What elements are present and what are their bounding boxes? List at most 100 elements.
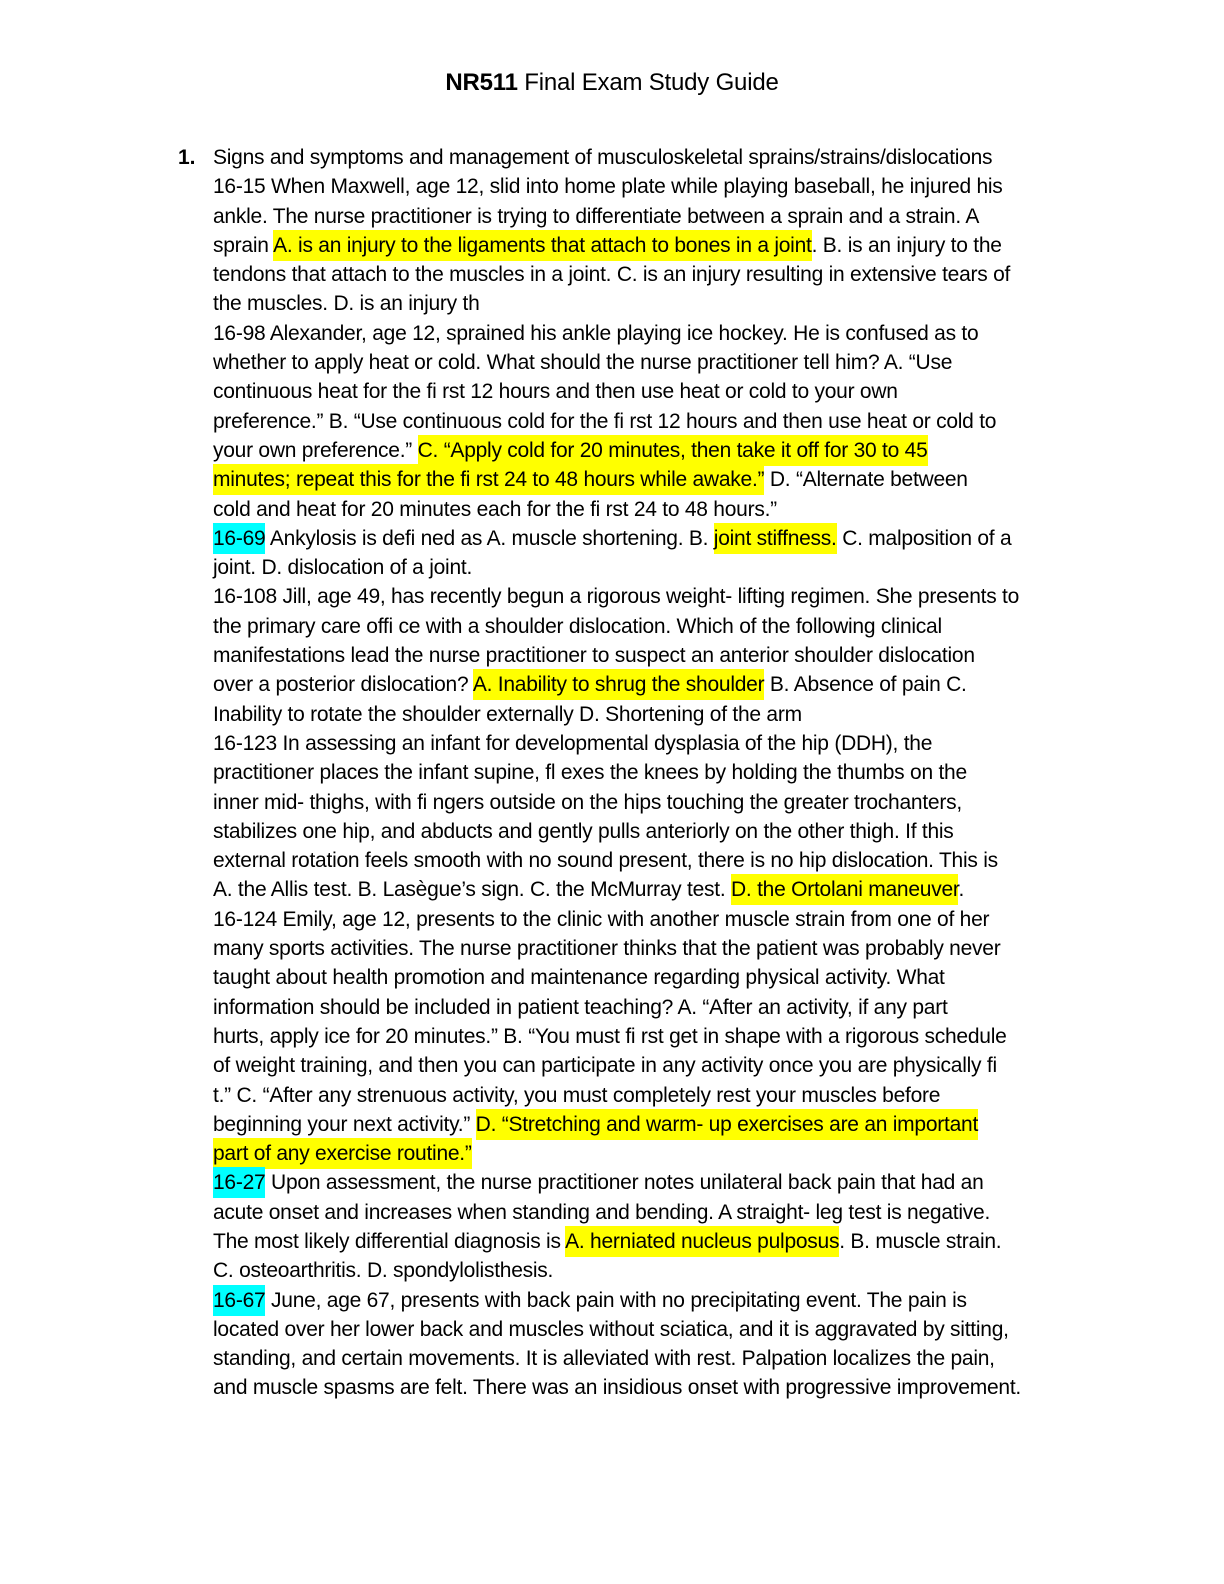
text-segment: taught about health promotion and mainte… — [213, 966, 945, 990]
text-line: Signs and symptoms and management of mus… — [213, 143, 1138, 172]
text-segment: t.” C. “After any strenuous activity, yo… — [213, 1083, 941, 1107]
text-segment: . — [958, 878, 965, 902]
text-segment: Signs and symptoms and management of mus… — [213, 146, 993, 169]
text-line: acute onset and increases when standing … — [213, 1198, 1138, 1227]
text-line: ankle. The nurse practitioner is trying … — [213, 202, 1138, 231]
text-line: C. osteoarthritis. D. spondylolisthesis. — [213, 1256, 1138, 1285]
yellow-highlight: minutes; repeat this for the fi rst 24 t… — [213, 464, 765, 496]
text-line: practitioner places the infant supine, f… — [213, 758, 1138, 787]
text-segment: D. “Alternate between — [764, 468, 968, 492]
yellow-highlight: D. “Stretching and warm- up exercises ar… — [475, 1108, 978, 1140]
text-segment: joint. D. dislocation of a joint. — [213, 556, 473, 580]
text-line: 16-124 Emily, age 12, presents to the cl… — [213, 905, 1138, 934]
text-segment: tendons that attach to the muscles in a … — [213, 263, 1011, 287]
page-title-text: Final Exam Study Guide — [517, 69, 779, 96]
text-segment: over a posterior dislocation? — [213, 673, 473, 697]
text-segment: many sports activities. The nurse practi… — [213, 937, 1001, 961]
text-segment: the muscles. D. is an injury th — [213, 292, 480, 316]
text-line: 16-123 In assessing an infant for develo… — [213, 729, 1138, 758]
text-segment: Upon assessment, the nurse practitioner … — [265, 1171, 984, 1195]
text-line: 16-98 Alexander, age 12, sprained his an… — [213, 319, 1138, 348]
text-line: information should be included in patien… — [213, 993, 1138, 1022]
text-segment: 16-15 When Maxwell, age 12, slid into ho… — [213, 175, 1003, 199]
yellow-highlight: A. herniated nucleus pulposus — [565, 1225, 839, 1257]
text-line: continuous heat for the fi rst 12 hours … — [213, 377, 1138, 406]
page-title: NR511 Final Exam Study Guide — [0, 69, 1224, 97]
text-line: beginning your next activity.” D. “Stret… — [213, 1108, 1138, 1140]
text-line: and muscle spasms are felt. There was an… — [213, 1373, 1138, 1402]
study-guide-body: 1. Signs and symptoms and management of … — [178, 143, 1138, 1403]
list-item-number: 1. — [178, 146, 196, 169]
text-line: 16-67 June, age 67, presents with back p… — [213, 1284, 1138, 1316]
text-line: your own preference.” C. “Apply cold for… — [213, 434, 1138, 466]
text-segment: and muscle spasms are felt. There was an… — [213, 1376, 1021, 1400]
yellow-highlight: D. the Ortolani maneuver — [731, 874, 959, 906]
text-line: the muscles. D. is an injury th — [213, 289, 1138, 318]
text-segment: whether to apply heat or cold. What shou… — [213, 351, 953, 375]
text-line: minutes; repeat this for the fi rst 24 t… — [213, 464, 1138, 496]
yellow-highlight: A. is an injury to the ligaments that at… — [273, 229, 812, 261]
text-line: joint. D. dislocation of a joint. — [213, 553, 1138, 582]
text-line: hurts, apply ice for 20 minutes.” B. “Yo… — [213, 1022, 1138, 1051]
text-segment: The most likely differential diagnosis i… — [213, 1229, 566, 1253]
text-line: 16-27 Upon assessment, the nurse practit… — [213, 1167, 1138, 1199]
text-segment: 16-108 Jill, age 49, has recently begun … — [213, 585, 1020, 609]
cyan-highlight: 16-69 — [213, 522, 266, 554]
text-segment: manifestations lead the nurse practition… — [213, 644, 975, 668]
text-segment: continuous heat for the fi rst 12 hours … — [213, 380, 898, 404]
text-segment: hurts, apply ice for 20 minutes.” B. “Yo… — [213, 1024, 1007, 1048]
text-segment: located over her lower back and muscles … — [213, 1317, 1009, 1341]
text-line: the primary care offi ce with a shoulder… — [213, 612, 1138, 641]
text-segment: practitioner places the infant supine, f… — [213, 761, 967, 785]
text-segment: cold and heat for 20 minutes each for th… — [213, 497, 777, 521]
text-segment: A. the Allis test. B. Lasègue’s sign. C.… — [213, 878, 732, 902]
text-segment: . B. muscle strain. — [839, 1229, 1002, 1253]
text-segment: information should be included in patien… — [213, 995, 948, 1019]
text-segment: C. malposition of a — [836, 526, 1012, 550]
text-line: cold and heat for 20 minutes each for th… — [213, 495, 1138, 524]
text-segment: Ankylosis is defi ned as A. muscle short… — [265, 526, 714, 550]
text-segment: B. Absence of pain C. — [764, 673, 967, 697]
text-line: 16-108 Jill, age 49, has recently begun … — [213, 582, 1138, 611]
text-segment: . B. is an injury to the — [811, 233, 1002, 257]
text-segment: acute onset and increases when standing … — [213, 1200, 991, 1224]
text-line: The most likely differential diagnosis i… — [213, 1225, 1138, 1257]
text-segment: external rotation feels smooth with no s… — [213, 849, 998, 873]
text-segment: inner mid- thighs, with fi ngers outside… — [213, 790, 962, 814]
text-line: whether to apply heat or cold. What shou… — [213, 348, 1138, 377]
text-line: inner mid- thighs, with fi ngers outside… — [213, 788, 1138, 817]
text-segment: your own preference.” — [213, 438, 418, 462]
text-segment: 16-123 In assessing an infant for develo… — [213, 731, 933, 755]
text-line: many sports activities. The nurse practi… — [213, 934, 1138, 963]
text-line: preference.” B. “Use continuous cold for… — [213, 407, 1138, 436]
text-segment: C. osteoarthritis. D. spondylolisthesis. — [213, 1259, 554, 1283]
yellow-highlight: A. Inability to shrug the shoulder — [472, 669, 765, 701]
text-line: manifestations lead the nurse practition… — [213, 641, 1138, 670]
text-line: over a posterior dislocation? A. Inabili… — [213, 669, 1138, 701]
text-segment: preference.” B. “Use continuous cold for… — [213, 409, 997, 433]
cyan-highlight: 16-67 — [213, 1284, 266, 1316]
text-line: external rotation feels smooth with no s… — [213, 846, 1138, 875]
text-line: t.” C. “After any strenuous activity, yo… — [213, 1081, 1138, 1110]
yellow-highlight: joint stiffness. — [713, 522, 837, 554]
text-line: 16-69 Ankylosis is defi ned as A. muscle… — [213, 522, 1138, 554]
text-segment: Inability to rotate the shoulder externa… — [213, 702, 802, 726]
text-segment: 16-98 Alexander, age 12, sprained his an… — [213, 321, 979, 345]
text-line: standing, and certain movements. It is a… — [213, 1344, 1138, 1373]
text-line: taught about health promotion and mainte… — [213, 963, 1138, 992]
text-line: 16-15 When Maxwell, age 12, slid into ho… — [213, 172, 1138, 201]
text-segment: the primary care offi ce with a shoulder… — [213, 614, 942, 638]
text-lines: Signs and symptoms and management of mus… — [213, 143, 1138, 1403]
text-line: A. the Allis test. B. Lasègue’s sign. C.… — [213, 874, 1138, 906]
text-line: part of any exercise routine.” — [213, 1138, 1138, 1170]
cyan-highlight: 16-27 — [213, 1167, 266, 1199]
text-segment: June, age 67, presents with back pain wi… — [265, 1288, 967, 1312]
text-segment: stabilizes one hip, and abducts and gent… — [213, 819, 954, 843]
page-title-course-code: NR511 — [445, 69, 518, 96]
yellow-highlight: part of any exercise routine.” — [213, 1138, 472, 1170]
text-segment: 16-124 Emily, age 12, presents to the cl… — [213, 907, 990, 931]
text-segment: sprain — [213, 233, 274, 257]
text-segment: ankle. The nurse practitioner is trying … — [213, 204, 980, 228]
text-line: tendons that attach to the muscles in a … — [213, 260, 1138, 289]
